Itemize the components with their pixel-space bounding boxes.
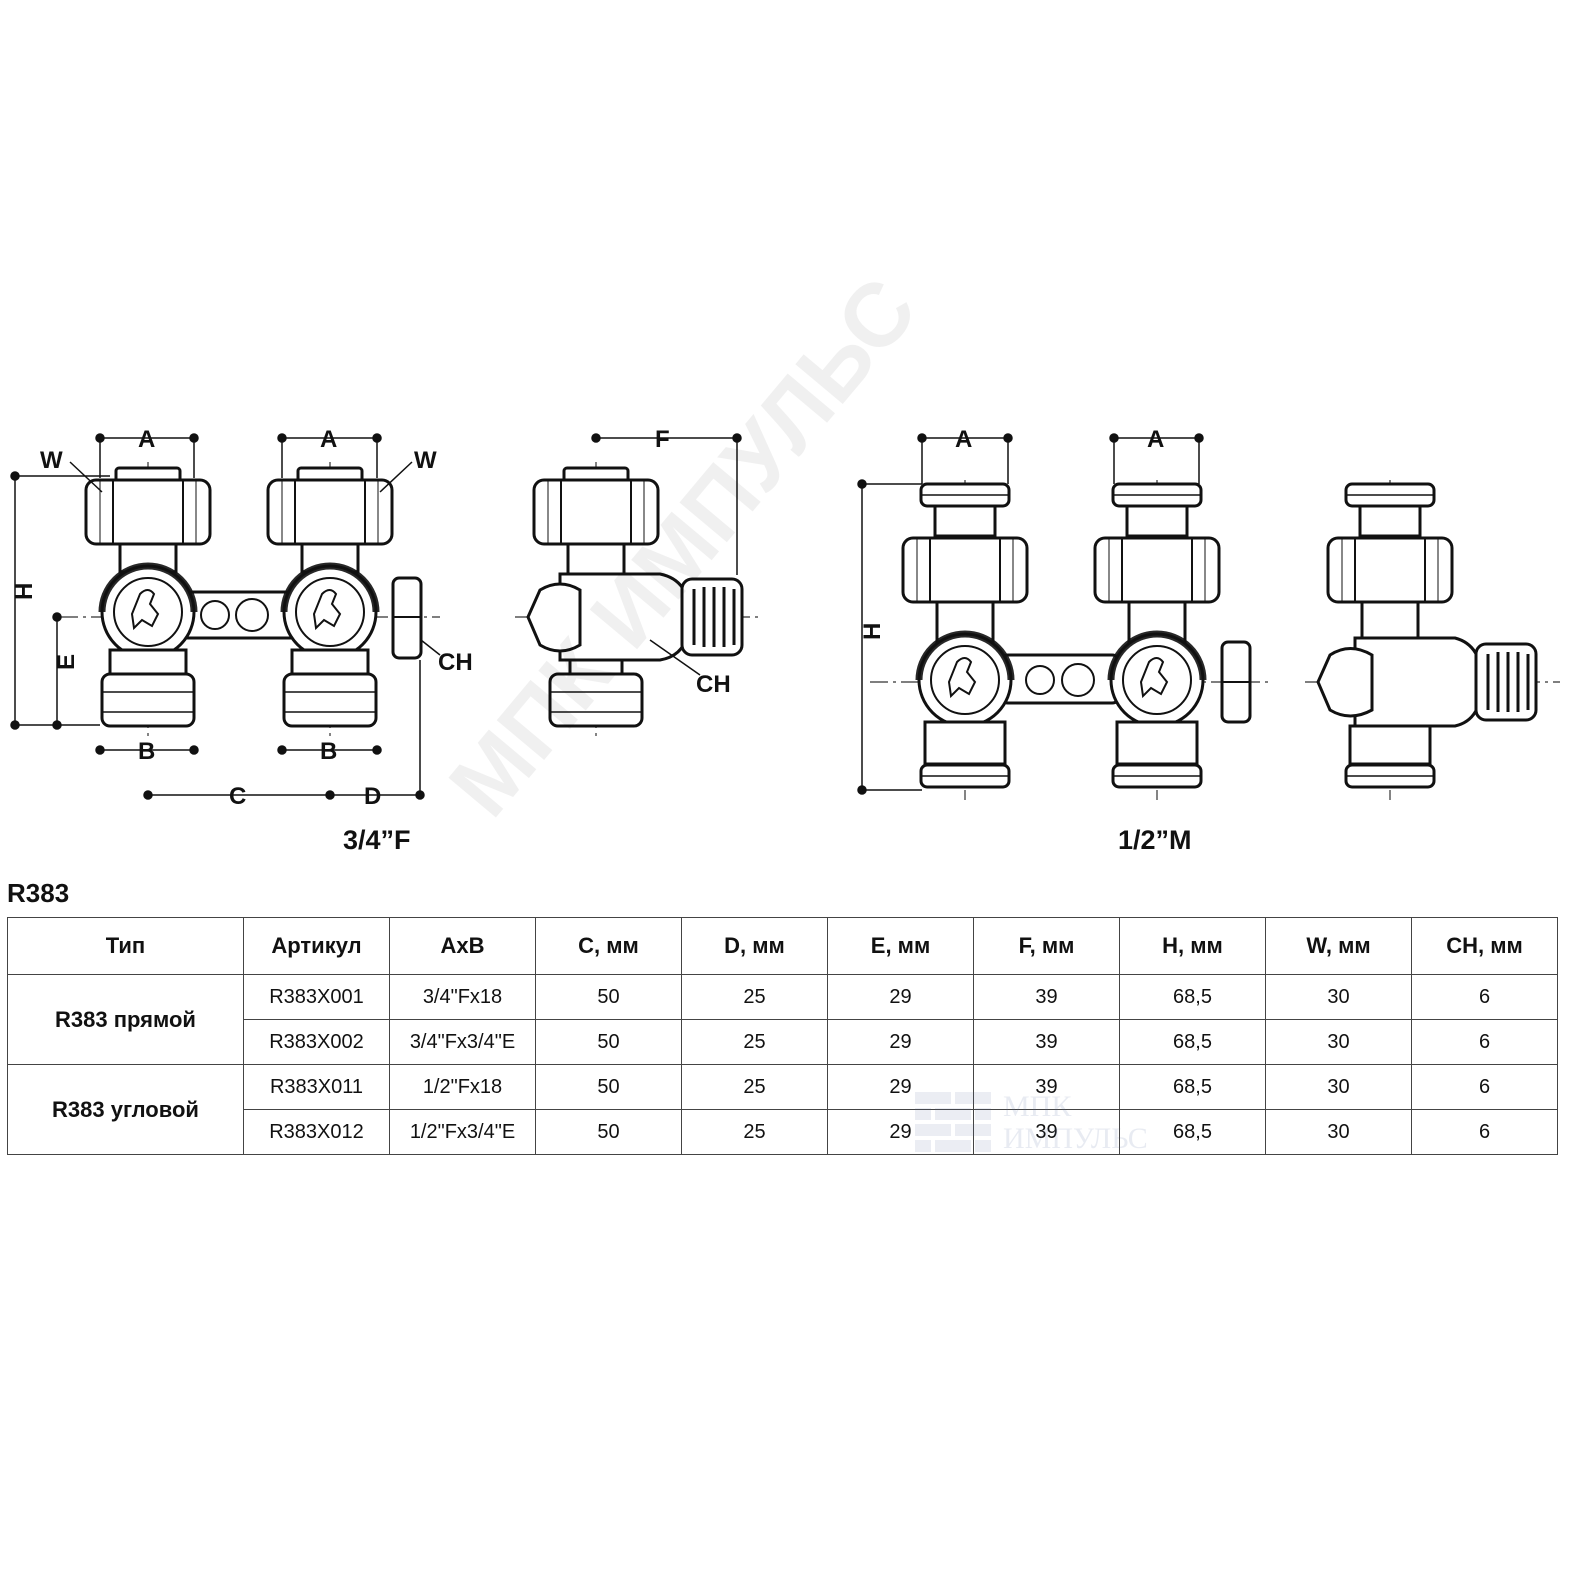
table-cell: 1/2"Fx3/4"E xyxy=(389,1109,536,1155)
table-cell: 1/2"Fx18 xyxy=(389,1064,536,1110)
table-cell: 3/4"Fx18 xyxy=(389,974,536,1020)
dim-w-label-1: W xyxy=(40,447,63,474)
table-cell: 50 xyxy=(535,974,682,1020)
table-cell: R383X001 xyxy=(243,974,390,1020)
table-cell: 30 xyxy=(1265,974,1412,1020)
header-cell: CH, мм xyxy=(1411,917,1558,975)
dim-d-label: D xyxy=(364,783,381,810)
table-cell: 6 xyxy=(1411,974,1558,1020)
dim-b-label-2: B xyxy=(320,738,337,765)
table-header-row: Тип Артикул AxB C, мм D, мм E, мм F, мм … xyxy=(7,917,1558,975)
dim-ch-label-2: CH xyxy=(696,671,731,698)
side-dimensions xyxy=(591,433,742,676)
table-cell: 30 xyxy=(1265,1109,1412,1155)
left-side-view xyxy=(515,462,760,740)
series-title: R383 xyxy=(7,878,70,908)
dim-b-label-1: B xyxy=(138,738,155,765)
table-cell: 68,5 xyxy=(1119,1109,1266,1155)
header-cell: C, мм xyxy=(535,917,682,975)
table-cell: 39 xyxy=(973,1109,1120,1155)
table-row: R383X012 1/2"Fx3/4"E 50 25 29 39 68,5 30… xyxy=(8,1109,1558,1155)
table-cell: 29 xyxy=(827,1019,974,1065)
header-cell: AxB xyxy=(389,917,536,975)
table-cell: 30 xyxy=(1265,1019,1412,1065)
table-cell: 29 xyxy=(827,974,974,1020)
spec-table: Тип Артикул AxB C, мм D, мм E, мм F, мм … xyxy=(7,917,1558,1155)
table-row: R383 прямой R383X001 3/4"Fx18 50 25 29 3… xyxy=(7,974,1558,1065)
table-cell: 25 xyxy=(681,974,828,1020)
dim-a-label-3: A xyxy=(955,426,972,453)
header-cell: Артикул xyxy=(243,917,390,975)
caption-1-2-m: 1/2”M xyxy=(1118,825,1192,855)
table-row: R383 угловой R383X011 1/2"Fx18 50 25 29 … xyxy=(7,1064,1558,1155)
table-cell: 6 xyxy=(1411,1019,1558,1065)
table-cell: 39 xyxy=(973,1064,1120,1110)
header-cell: E, мм xyxy=(827,917,974,975)
caption-3-4-f: 3/4”F xyxy=(343,825,411,855)
header-cell: Тип xyxy=(7,917,244,975)
type-cell: R383 угловой xyxy=(7,1064,244,1155)
left-dimensions xyxy=(10,433,441,800)
table-cell: 25 xyxy=(681,1019,828,1065)
table-cell: 50 xyxy=(535,1019,682,1065)
table-cell: R383X012 xyxy=(243,1109,390,1155)
table-cell: 6 xyxy=(1411,1064,1558,1110)
table-cell: 39 xyxy=(973,974,1120,1020)
table-cell: 29 xyxy=(827,1064,974,1110)
dim-a-label-2: A xyxy=(320,426,337,453)
table-cell: 25 xyxy=(681,1064,828,1110)
dim-w-label-2: W xyxy=(414,447,437,474)
table-cell: 25 xyxy=(681,1109,828,1155)
dim-h-label-2: H xyxy=(859,623,886,640)
type-cell: R383 прямой xyxy=(7,974,244,1065)
table-cell: 50 xyxy=(535,1109,682,1155)
dim-c-label: C xyxy=(229,783,246,810)
right-side-view xyxy=(1305,480,1560,800)
left-front-view xyxy=(60,462,440,740)
table-cell: 50 xyxy=(535,1064,682,1110)
dim-ch-label-1: CH xyxy=(438,649,473,676)
header-cell: F, мм xyxy=(973,917,1120,975)
dim-e-label: E xyxy=(53,654,80,670)
table-cell: 39 xyxy=(973,1019,1120,1065)
table-cell: 68,5 xyxy=(1119,974,1266,1020)
header-cell: W, мм xyxy=(1265,917,1412,975)
dim-h-label-1: H xyxy=(11,583,38,600)
right-front-view xyxy=(870,480,1270,800)
table-cell: 68,5 xyxy=(1119,1064,1266,1110)
dim-a-label-1: A xyxy=(138,426,155,453)
table-cell: 3/4"Fx3/4"E xyxy=(389,1019,536,1065)
table-cell: R383X011 xyxy=(243,1064,390,1110)
table-cell: 68,5 xyxy=(1119,1019,1266,1065)
table-row: R383X002 3/4"Fx3/4"E 50 25 29 39 68,5 30… xyxy=(8,1019,1558,1065)
header-cell: D, мм xyxy=(681,917,828,975)
table-cell: 6 xyxy=(1411,1109,1558,1155)
dim-f-label: F xyxy=(655,426,670,453)
table-cell: 29 xyxy=(827,1109,974,1155)
right-dimensions xyxy=(857,433,1204,795)
table-cell: R383X002 xyxy=(243,1019,390,1065)
header-cell: H, мм xyxy=(1119,917,1266,975)
dim-a-label-4: A xyxy=(1147,426,1164,453)
table-cell: 30 xyxy=(1265,1064,1412,1110)
